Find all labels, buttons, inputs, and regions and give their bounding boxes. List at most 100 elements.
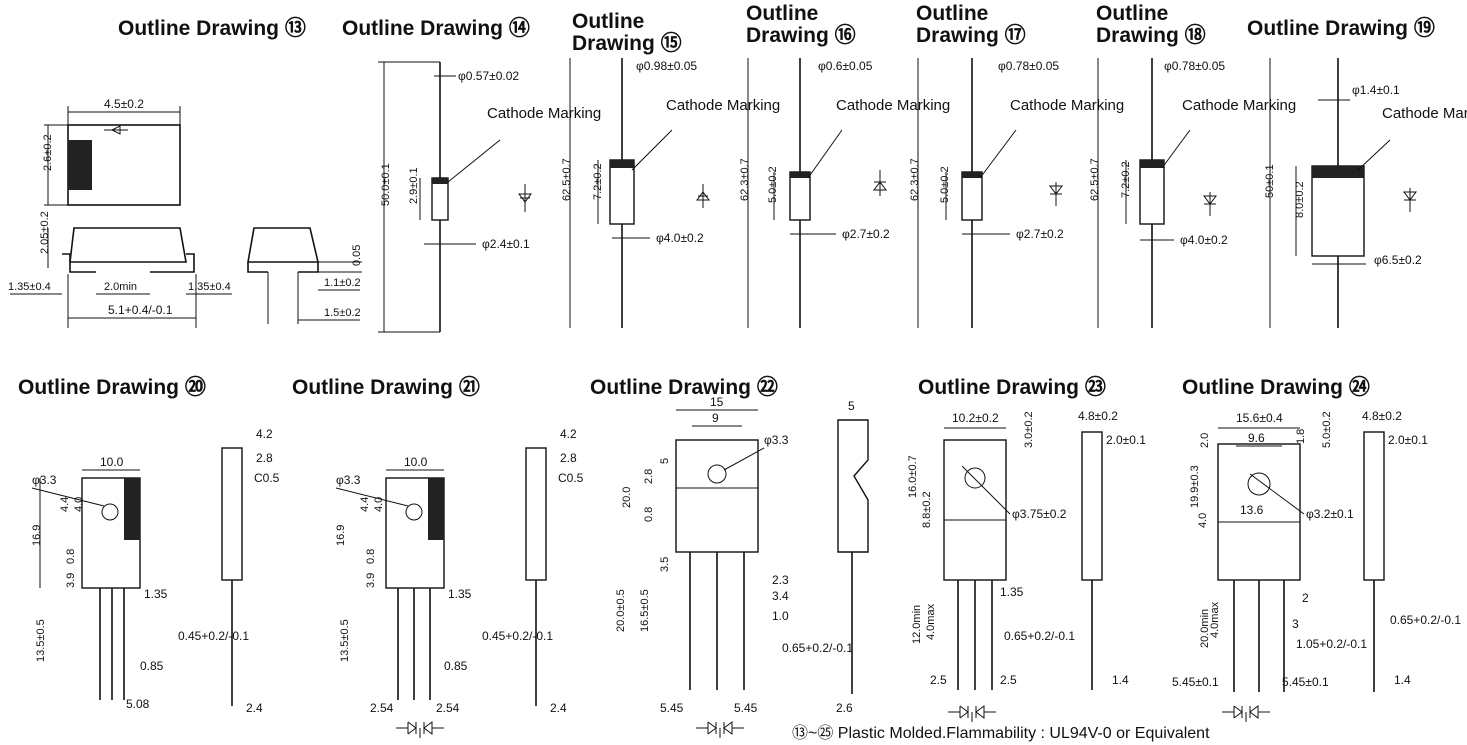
diode-symbol-icon <box>1203 192 1217 216</box>
mounting-hole-icon <box>707 464 727 484</box>
drawing-78-body <box>1139 159 1165 225</box>
drawing-75-title-line2: Drawing ⑮ <box>572 31 682 55</box>
d82-dim-hole: φ3.3 <box>764 433 789 447</box>
d80-dim-chamfer: C0.5 <box>254 471 280 485</box>
d75-dim-length: 62.5±0.7 <box>561 158 573 201</box>
d74-dim-lead: φ0.57±0.02 <box>458 69 519 83</box>
drawing-82-side-view <box>837 419 869 553</box>
d75-dim-body: 7.2±0.2 <box>592 163 604 200</box>
d73-dim-standoff: 0.05 <box>351 245 363 266</box>
drawing-73-cathode-band <box>68 140 92 190</box>
diode-symbol-icon <box>518 184 532 212</box>
drawing-76-body <box>789 171 811 221</box>
drawing-76: 62.3±0.7 φ0.6±0.05 Cathode Marking 5.0±0… <box>739 58 950 328</box>
mounting-hole-icon <box>1247 472 1271 496</box>
drawing-73: 4.5±0.2 2.6±0.2 2.05±0.2 1.35±0.4 2.0min… <box>8 97 363 328</box>
d78-cathode-label: Cathode Marking <box>1182 97 1296 114</box>
d84-dim-side-a: 2.0±0.1 <box>1388 433 1428 447</box>
d73-dim-width: 4.5±0.2 <box>104 97 144 111</box>
drawing-81-side-view <box>525 447 547 581</box>
d80-dim-side-a: 2.8 <box>256 451 273 465</box>
d82-dim-side-b: 2.6 <box>836 701 853 715</box>
d73-dim-lead-w: 1.5±0.2 <box>324 307 361 319</box>
dual-diode-symbol-icon <box>396 721 444 738</box>
d82-dim-side-t: 5 <box>848 399 855 413</box>
d79-dim-dia: φ6.5±0.2 <box>1374 253 1422 267</box>
d84-dim-lead-max: 4.0max <box>1209 601 1221 638</box>
d80-dim-side-b: 2.4 <box>246 701 263 715</box>
drawing-78: 62.5±0.7 φ0.78±0.05 Cathode Marking 7.2±… <box>1089 58 1296 328</box>
d82-dim-lead-len2: 16.5±0.5 <box>639 589 651 632</box>
drawing-75: 62.5±0.7 φ0.98±0.05 Cathode Marking 7.2±… <box>561 58 780 328</box>
drawing-82-title: Outline Drawing ㉒ <box>590 375 778 399</box>
diode-symbol-icon <box>873 170 887 196</box>
d81-dim-side-a: 2.8 <box>560 451 577 465</box>
d77-cathode-label: Cathode Marking <box>1010 97 1124 114</box>
drawing-84-title: Outline Drawing ㉔ <box>1182 375 1370 399</box>
d78-dim-body: 7.2±0.2 <box>1120 161 1132 198</box>
d82-dim-c: 0.8 <box>643 507 655 522</box>
d78-dim-dia: φ4.0±0.2 <box>1180 233 1228 247</box>
diode-symbol-icon <box>1049 182 1063 206</box>
dual-diode-symbol-icon <box>696 721 744 738</box>
d84-dim-height: 19.9±0.3 <box>1189 465 1201 508</box>
drawing-83-body <box>943 439 1007 581</box>
d82-dim-width: 15 <box>710 395 724 409</box>
d83-dim-tab: 8.8±0.2 <box>921 491 933 528</box>
drawing-80-title: Outline Drawing ⑳ <box>18 375 206 399</box>
d81-dim-height: 16.9 <box>335 525 347 546</box>
d83-dim-pitch-l: 2.5 <box>930 673 947 687</box>
d84-dim-a: 2.0 <box>1199 433 1211 448</box>
d81-dim-lead-thk: 0.45+0.2/-0.1 <box>482 629 553 643</box>
drawing-82-body <box>675 439 759 553</box>
d83-dim-width: 10.2±0.2 <box>952 411 999 425</box>
d80-dim-side-t: 4.2 <box>256 427 273 441</box>
d79-cathode-label: Cathode Marking <box>1382 105 1467 122</box>
d82-dim-g: 1.0 <box>772 609 789 623</box>
d81-dim-side-t: 4.2 <box>560 427 577 441</box>
d81-dim-a: 4.4 <box>359 497 371 512</box>
d81-dim-hole: φ3.3 <box>336 473 361 487</box>
drawing-78-title-line2: Drawing ⑱ <box>1096 23 1206 47</box>
diode-symbol-icon <box>696 184 710 208</box>
dual-diode-symbol-icon <box>948 705 996 722</box>
d80-dim-lead-len: 13.5±0.5 <box>35 619 47 662</box>
mounting-hole-icon <box>964 467 986 489</box>
d81-dim-pitch-l: 2.54 <box>370 701 394 715</box>
d83-dim-lead-thk: 0.65+0.2/-0.1 <box>1004 629 1075 643</box>
drawing-77-title-line2: Drawing ⑰ <box>916 23 1026 47</box>
d80-dim-b: 4.0 <box>73 497 85 512</box>
drawing-75-title-line1: Outline <box>572 10 644 33</box>
d76-dim-body: 5.0±0.2 <box>767 166 779 203</box>
d79-dim-length: 50±0.1 <box>1264 164 1276 198</box>
d81-dim-b: 4.0 <box>373 497 385 512</box>
drawing-73-end-view <box>247 227 320 263</box>
d82-dim-d: 3.5 <box>659 557 671 572</box>
mounting-hole-icon <box>405 503 423 521</box>
diode-symbol-icon <box>1403 188 1417 212</box>
d84-dim-side-lead: 0.65+0.2/-0.1 <box>1390 613 1461 627</box>
drawing-74-title: Outline Drawing ⑭ <box>342 16 530 40</box>
d75-dim-dia: φ4.0±0.2 <box>656 231 704 245</box>
d82-dim-f: 3.4 <box>772 589 789 603</box>
d83-dim-height: 16.0±0.7 <box>907 455 919 498</box>
drawing-73-title: Outline Drawing ⑬ <box>118 16 306 40</box>
d80-dim-height: 16.9 <box>31 525 43 546</box>
drawing-79: 50±0.1 φ1.4±0.1 Cathode Marking 8.0±0.2 … <box>1264 58 1467 328</box>
d84-dim-lead-thk: 1.05+0.2/-0.1 <box>1296 637 1367 651</box>
d79-dim-body: 8.0±0.2 <box>1294 181 1306 218</box>
drawing-79-body <box>1311 165 1365 257</box>
d73-dim-total: 5.1+0.4/-0.1 <box>108 303 173 317</box>
d84-dim-lead-len: 20.0min <box>1199 609 1211 648</box>
d81-dim-d: 3.9 <box>365 573 377 588</box>
mounting-hole-icon <box>101 503 119 521</box>
d77-dim-length: 62.3±0.7 <box>909 158 921 201</box>
d83-dim-lead-w: 1.35 <box>1000 585 1024 599</box>
d84-dim-hole: φ3.2±0.1 <box>1306 507 1354 521</box>
drawing-84-side-view <box>1363 431 1385 581</box>
diode-symbol-icon <box>104 125 128 135</box>
drawing-84: 15.6±0.4 2.0 9.6 1.8 5.0±0.2 19.9±0.3 13… <box>1172 409 1461 722</box>
d82-dim-b: 5 <box>659 458 671 464</box>
d80-dim-d: 3.9 <box>65 573 77 588</box>
